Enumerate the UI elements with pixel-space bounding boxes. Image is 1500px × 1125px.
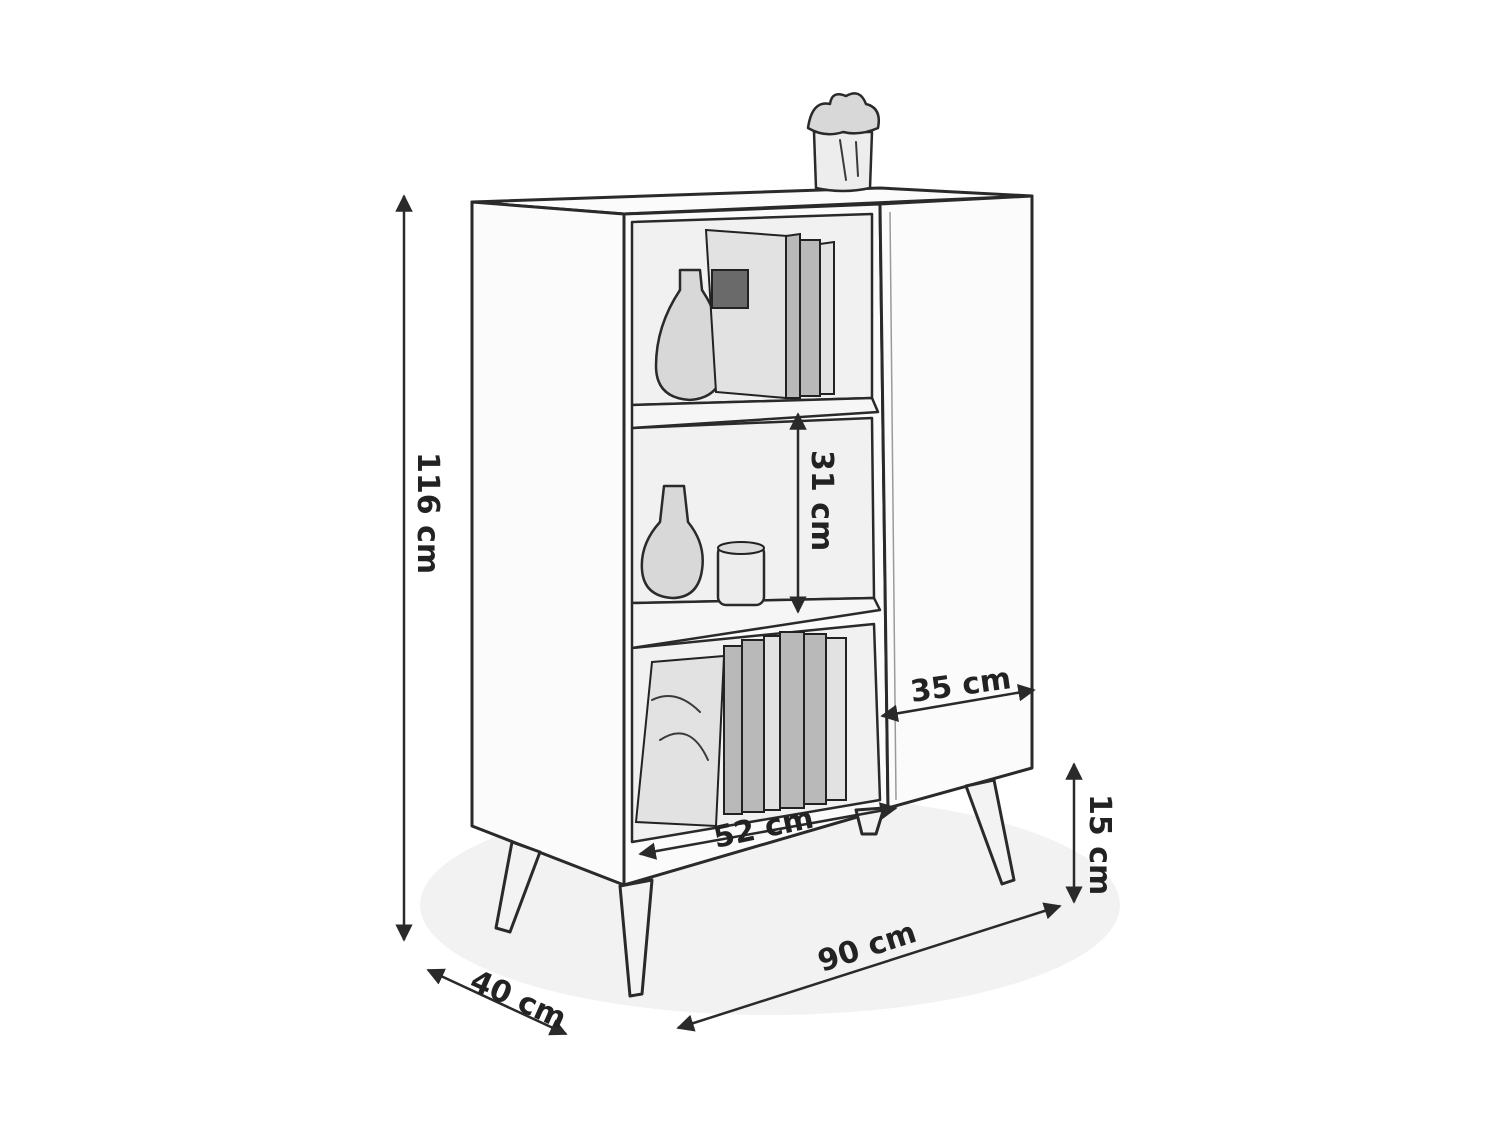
leg-back-left (494, 840, 542, 934)
vase-small (640, 484, 704, 600)
label-leg-height: 15 cm (1082, 794, 1117, 895)
books-top (704, 228, 835, 400)
label-height-total: 116 cm (410, 452, 445, 574)
candle-jar (716, 541, 766, 607)
shelf-upper (630, 396, 880, 430)
plant-pot (806, 92, 880, 193)
plant-leaves (806, 92, 880, 136)
leg-right (964, 778, 1016, 886)
dim-line-width-total (676, 902, 1062, 1032)
books-bottom (634, 631, 847, 828)
label-shelf-height: 31 cm (804, 450, 839, 551)
dim-line-shelf-width (638, 802, 898, 860)
cabinet-door (878, 194, 1034, 810)
cabinet-legs (494, 778, 1016, 998)
dim-line-door-width (880, 684, 1036, 722)
dimension-lines (395, 194, 1083, 1036)
leg-front (618, 878, 654, 998)
dim-line-depth (426, 968, 568, 1036)
cabinet-left-side (470, 200, 626, 887)
